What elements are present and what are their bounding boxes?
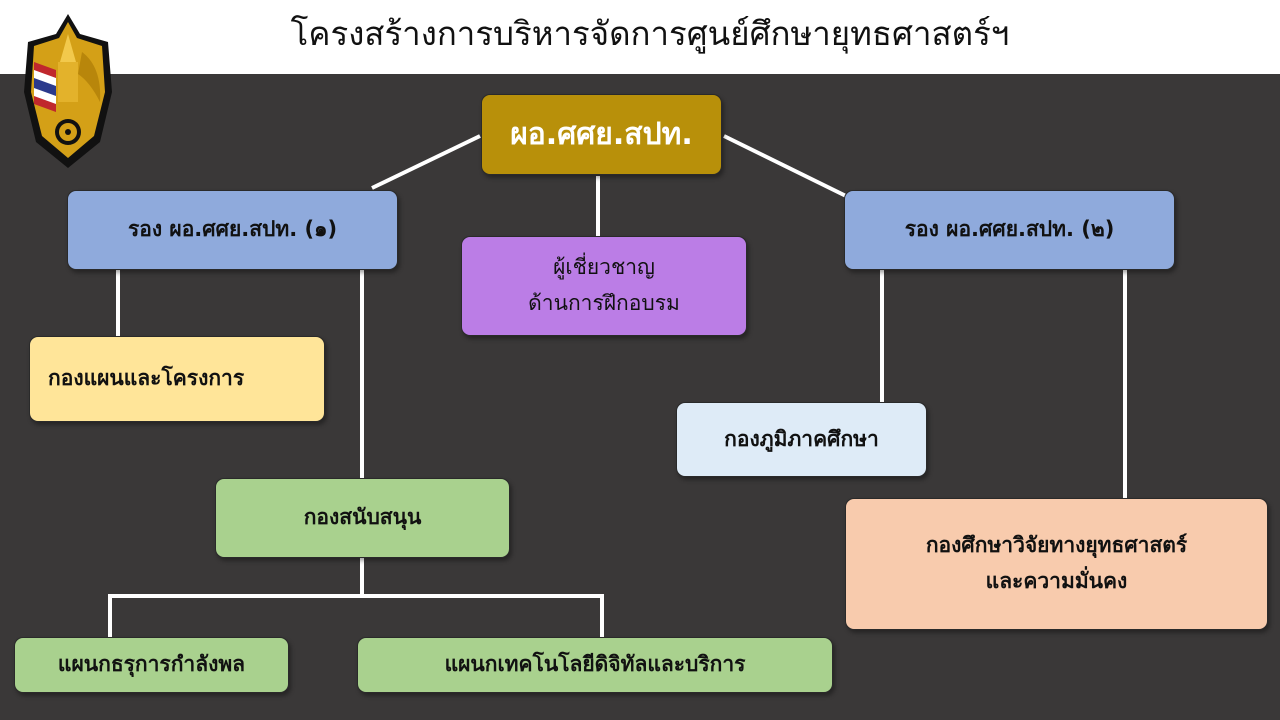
tech-section-box: แผนกเทคโนโลยีดิจิทัลและบริการ [357,637,833,693]
training-expert-box: ผู้เชี่ยวชาญ ด้านการฝึกอบรม [461,236,747,336]
page-title: โครงสร้างการบริหารจัดการศูนย์ศึกษายุทธศา… [290,14,1010,53]
deputy-director-1-label: รอง ผอ.ศศย.สปท. (๑) [127,217,338,242]
deputy-director-1-box: รอง ผอ.ศศย.สปท. (๑) [67,190,398,270]
plan-division-label: กองแผนและโครงการ [48,366,245,391]
support-division-box: กองสนับสนุน [215,478,510,558]
director-label: ผอ.ศศย.สปท. [510,117,693,152]
support-division-label: กองสนับสนุน [303,505,422,530]
training-expert-label-line1: ผู้เชี่ยวชาญ [553,255,655,280]
personnel-section-box: แผนกธรุการกำลังพล [14,637,289,693]
research-division-box: กองศึกษาวิจัยทางยุทธศาสตร์ และความมั่นคง [845,498,1268,630]
header-bar: โครงสร้างการบริหารจัดการศูนย์ศึกษายุทธศา… [0,0,1280,74]
deputy-director-2-label: รอง ผอ.ศศย.สปท. (๒) [904,217,1115,242]
plan-division-box: กองแผนและโครงการ [29,336,325,422]
thai-military-emblem-icon [24,14,112,168]
region-division-label: กองภูมิภาคศึกษา [724,426,879,451]
region-division-box: กองภูมิภาคศึกษา [676,402,927,477]
research-division-label-line1: กองศึกษาวิจัยทางยุทธศาสตร์ [925,533,1188,558]
director-box: ผอ.ศศย.สปท. [481,94,722,175]
tech-section-label: แผนกเทคโนโลยีดิจิทัลและบริการ [444,652,746,677]
training-expert-label-line2: ด้านการฝึกอบรม [528,291,680,315]
personnel-section-label: แผนกธรุการกำลังพล [57,652,246,677]
research-division-label-line2: และความมั่นคง [985,569,1128,593]
deputy-director-2-box: รอง ผอ.ศศย.สปท. (๒) [844,190,1175,270]
